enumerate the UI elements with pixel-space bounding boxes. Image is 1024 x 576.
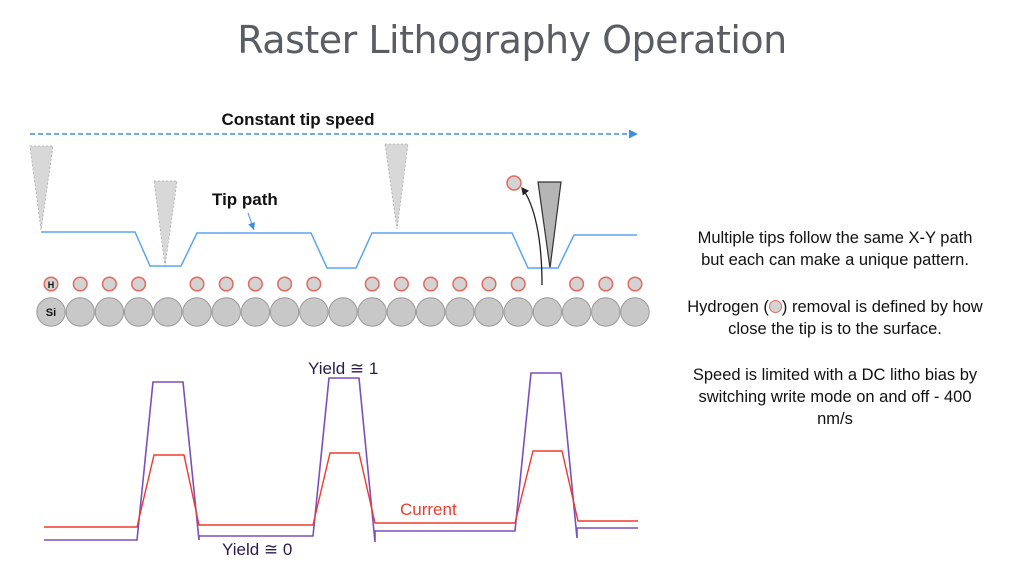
tip-path-pointer <box>247 212 255 231</box>
hydrogen-atom <box>627 276 643 292</box>
hydrogen-atom <box>72 276 88 292</box>
silicon-label: Si <box>46 307 56 319</box>
silicon-atom <box>94 297 125 327</box>
tip-ghost-2 <box>153 180 178 267</box>
note-text: ) removal is defined by how <box>781 298 983 316</box>
hydrogen-atom <box>277 276 293 292</box>
note-line: Hydrogen ( ) removal is defined by how <box>650 296 1020 318</box>
desorbed-hydrogen <box>506 175 522 191</box>
current-label: Current <box>400 500 457 519</box>
yield-low-label: Yield ≅ 0 <box>222 540 292 559</box>
silicon-atom <box>153 297 183 327</box>
hydrogen-atom <box>364 276 380 292</box>
silicon-atom <box>65 297 95 327</box>
silicon-atom <box>620 297 650 327</box>
note-text: Hydrogen ( <box>687 298 769 316</box>
hydrogen-atom <box>423 276 439 292</box>
note-multiple-tips: Multiple tips follow the same X-Y path b… <box>650 227 1020 271</box>
hydrogen-atom <box>101 276 117 292</box>
note-line: nm/s <box>817 410 853 428</box>
surface-atoms: H Si <box>36 276 650 327</box>
silicon-atom <box>415 297 446 327</box>
hydrogen-label: H <box>48 280 55 290</box>
silicon-atom <box>357 297 387 327</box>
yield-high-label: Yield ≅ 1 <box>308 359 378 378</box>
hydrogen-atom <box>598 276 614 292</box>
silicon-atom <box>299 297 329 327</box>
note-line: switching write mode on and off - 400 <box>698 388 972 406</box>
tip-path-label: Tip path <box>212 190 278 209</box>
silicon-atom <box>240 297 271 327</box>
silicon-atom <box>386 297 417 327</box>
hydrogen-atom <box>481 276 497 292</box>
silicon-atom <box>445 297 475 327</box>
hydrogen-atom-icon <box>768 300 782 313</box>
hydrogen-atom <box>131 276 147 292</box>
tip-path-line <box>41 231 637 269</box>
note-line: close the tip is to the surface. <box>728 320 942 338</box>
current-trace <box>44 450 638 528</box>
hydrogen-atom <box>569 276 585 292</box>
hydrogen-atom <box>189 276 205 292</box>
silicon-atom <box>123 297 154 327</box>
slide-title: Raster Lithography Operation <box>237 18 787 62</box>
hydrogen-atom <box>393 276 409 292</box>
hydrogen-atom <box>306 276 322 292</box>
tip-active <box>537 181 562 269</box>
note-line: Multiple tips follow the same X-Y path <box>697 229 973 247</box>
tip-ghost-3 <box>384 143 409 230</box>
hydrogen-atom <box>218 276 234 292</box>
tip-ghost-1 <box>29 145 54 231</box>
hydrogen-atom <box>247 276 263 292</box>
note-line: but each can make a unique pattern. <box>701 251 969 269</box>
silicon-atom <box>474 297 504 327</box>
note-hydrogen-removal: Hydrogen ( ) removal is defined by how cl… <box>650 296 1020 340</box>
silicon-atom <box>182 297 212 327</box>
silicon-atom <box>561 297 592 327</box>
silicon-atom <box>269 297 300 327</box>
desorption-arrow <box>521 186 543 286</box>
constant-speed-label: Constant tip speed <box>221 110 374 129</box>
silicon-atom <box>532 297 563 327</box>
hydrogen-atom <box>452 276 468 292</box>
yield-trace <box>44 372 638 543</box>
hydrogen-atom <box>510 276 526 292</box>
silicon-atom <box>503 297 533 327</box>
note-speed-limit: Speed is limited with a DC litho bias by… <box>650 364 1020 430</box>
silicon-atom <box>591 297 621 327</box>
silicon-atom <box>36 297 66 327</box>
silicon-atom <box>211 297 241 327</box>
silicon-atom <box>328 297 358 327</box>
note-line: Speed is limited with a DC litho bias by <box>692 366 978 384</box>
hydrogen-atom <box>43 276 59 292</box>
